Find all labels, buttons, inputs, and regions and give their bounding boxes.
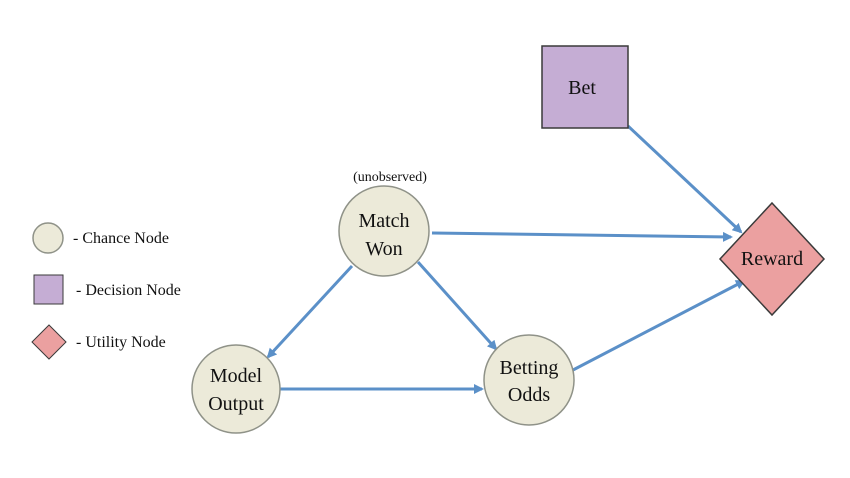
legend-item-decision: - Decision Node bbox=[33, 274, 181, 305]
match-won-label-line2: Won bbox=[365, 238, 402, 260]
legend-utility-label: - Utility Node bbox=[76, 334, 166, 351]
edges bbox=[266, 124, 746, 394]
reward-label: Reward bbox=[741, 248, 803, 270]
betting-odds-label-line1: Betting bbox=[500, 357, 559, 379]
legend-decision-label: - Decision Node bbox=[76, 282, 181, 299]
reward-diamond bbox=[718, 201, 826, 317]
betting-odds-circle bbox=[483, 334, 575, 426]
decision-node-bet: Bet bbox=[541, 45, 629, 129]
utility-node-reward: Reward bbox=[718, 201, 826, 317]
chance-node-betting-odds: Betting Odds bbox=[483, 334, 575, 426]
legend-utility-diamond-icon bbox=[31, 324, 67, 360]
legend-item-utility: - Utility Node bbox=[31, 324, 166, 360]
bet-label: Bet bbox=[568, 77, 596, 99]
model-output-circle bbox=[191, 344, 281, 434]
edge-match-won-to-reward bbox=[431, 231, 733, 242]
model-output-label-line2: Output bbox=[208, 393, 264, 415]
chance-node-match-won: (unobserved) Match Won bbox=[338, 170, 430, 277]
edge-match-won-to-betting-odds bbox=[416, 260, 498, 351]
edge-match-won-to-model-output bbox=[266, 264, 354, 359]
legend: - Chance Node - Decision Node - Utility … bbox=[31, 222, 181, 360]
model-output-label-line1: Model bbox=[210, 365, 263, 387]
unobserved-note: (unobserved) bbox=[353, 170, 427, 185]
edge-betting-odds-to-reward bbox=[572, 279, 746, 372]
bet-square bbox=[541, 45, 629, 129]
legend-chance-circle-icon bbox=[32, 222, 64, 254]
edge-bet-to-reward bbox=[626, 124, 743, 234]
betting-odds-label-line2: Odds bbox=[508, 384, 550, 406]
legend-chance-label: - Chance Node bbox=[73, 230, 169, 247]
legend-decision-square-icon bbox=[33, 274, 64, 305]
match-won-label-line1: Match bbox=[358, 210, 409, 232]
chance-node-model-output: Model Output bbox=[191, 344, 281, 434]
match-won-circle bbox=[338, 185, 430, 277]
legend-item-chance: - Chance Node bbox=[32, 222, 169, 254]
